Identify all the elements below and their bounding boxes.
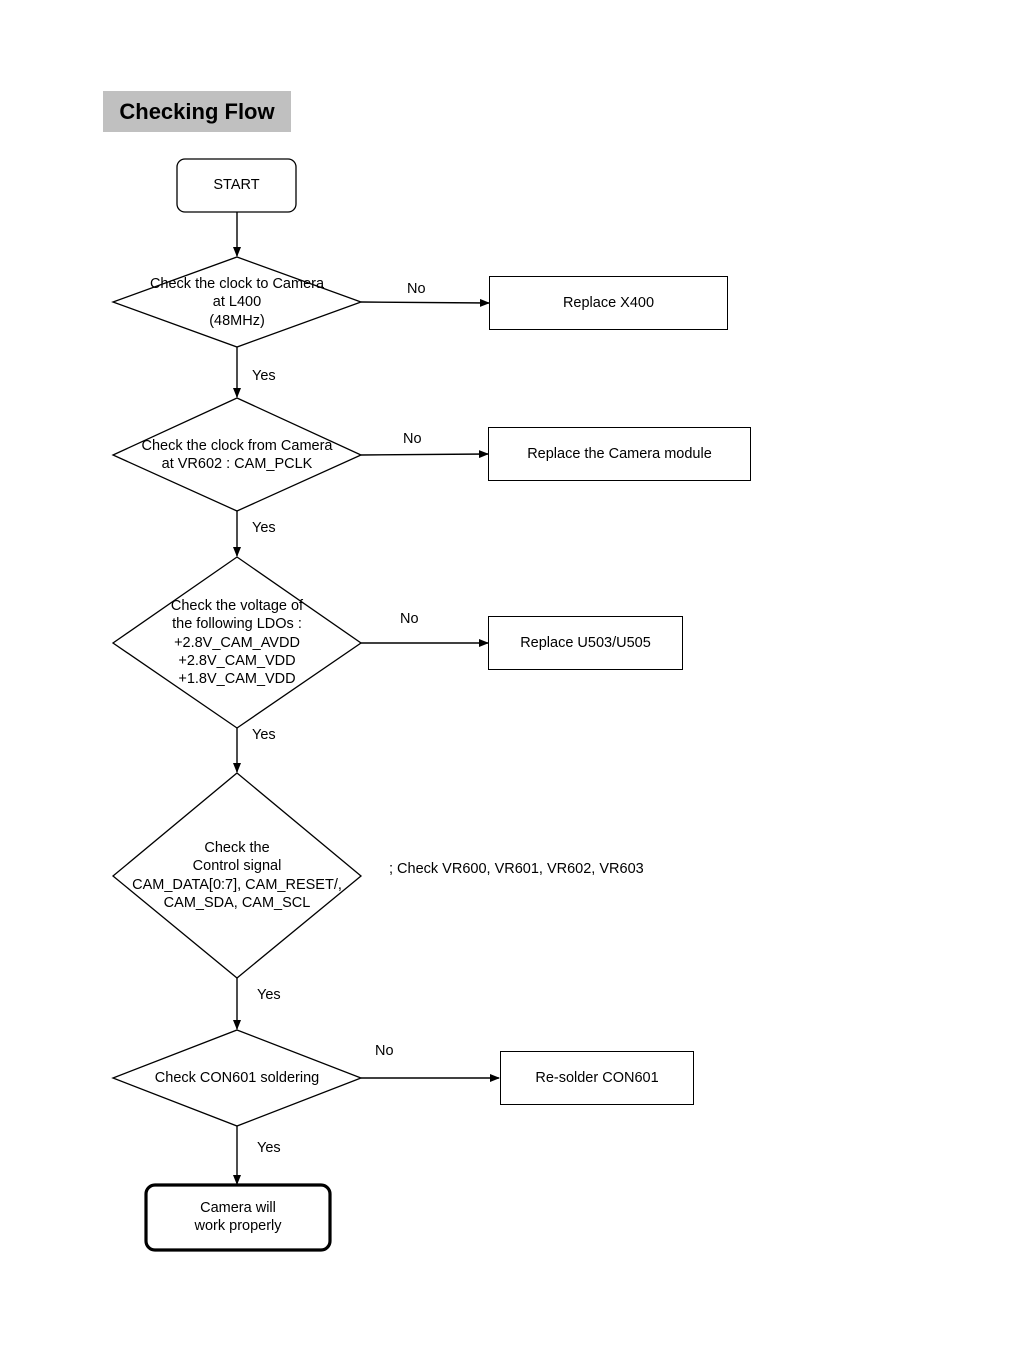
edge-label-yes: Yes xyxy=(252,520,276,536)
action-replace-u503-u505: Replace U503/U505 xyxy=(488,616,683,670)
start-node-label: START xyxy=(213,177,260,193)
decision-con601-label: Check CON601 soldering xyxy=(154,1070,320,1086)
end-node-label: Camera will work properly xyxy=(194,1200,282,1235)
decision-clock-vr602-label: Check the clock from Camera at VR602 : C… xyxy=(141,438,333,473)
arrow-vr602-no xyxy=(360,450,489,459)
edge-label-no: No xyxy=(403,431,422,447)
edge-label-no: No xyxy=(375,1043,394,1059)
decision-clock-l400-label: Check the clock to Camera at L400 (48MHz… xyxy=(149,276,325,329)
edge-label-no: No xyxy=(400,611,419,627)
end-node-shape xyxy=(144,1183,332,1252)
action-resolder-con601: Re-solder CON601 xyxy=(500,1051,694,1105)
arrow-clock-no xyxy=(360,298,490,307)
decision-ldo-label: Check the voltage of the following LDOs … xyxy=(170,598,304,688)
action-replace-x400: Replace X400 xyxy=(489,276,728,330)
page-title: Checking Flow xyxy=(119,98,275,124)
edge-label-yes: Yes xyxy=(257,987,281,1003)
edge-label-yes: Yes xyxy=(257,1140,281,1156)
decision-control-label: Check the Control signal CAM_DATA[0:7], … xyxy=(132,840,342,911)
edge-label-yes: Yes xyxy=(252,727,276,743)
edge-label-no: No xyxy=(407,281,426,297)
page-title-box: Checking Flow xyxy=(103,91,291,132)
control-signal-note: ; Check VR600, VR601, VR602, VR603 xyxy=(389,861,644,877)
action-replace-camera-module: Replace the Camera module xyxy=(488,427,751,481)
edge-label-yes: Yes xyxy=(252,368,276,384)
